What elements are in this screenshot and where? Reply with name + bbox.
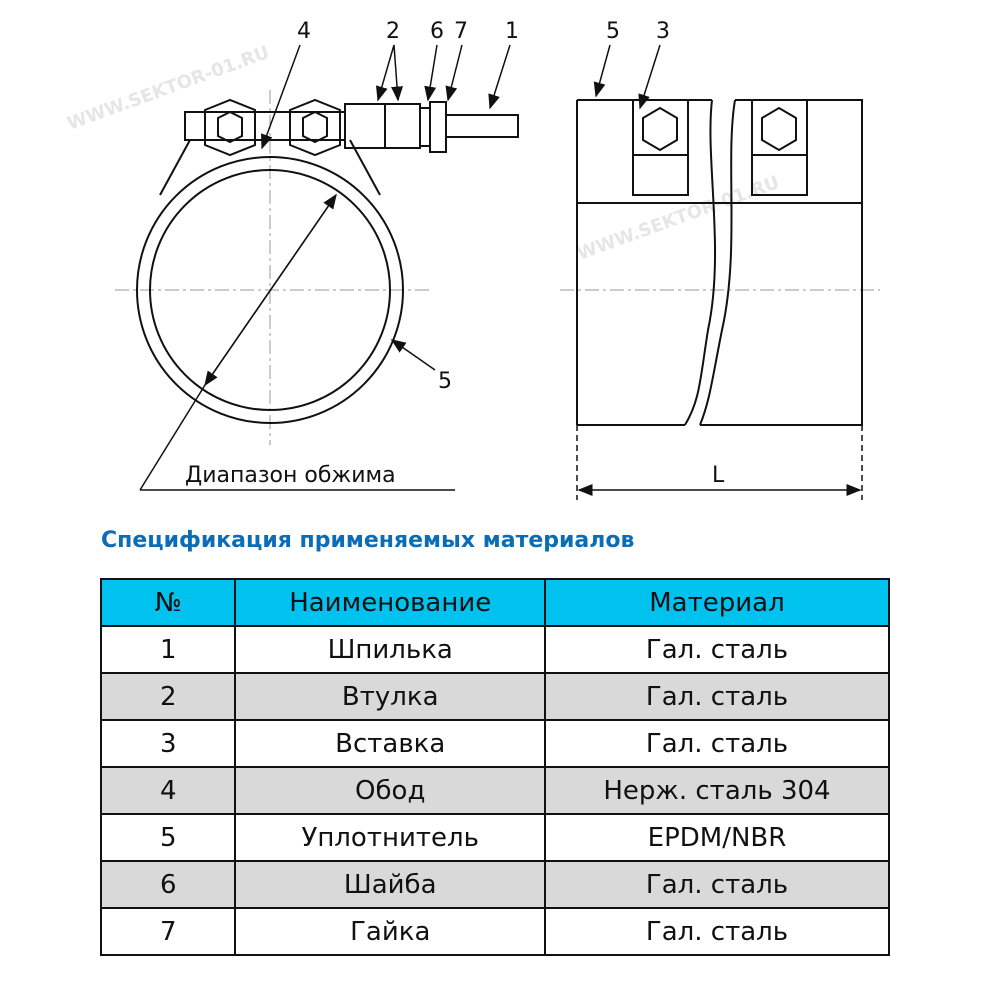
front-view [115, 44, 519, 491]
cell-material: Гал. сталь [543, 625, 891, 674]
svg-text:5: 5 [606, 19, 620, 44]
svg-text:7: 7 [454, 19, 468, 44]
svg-text:3: 3 [656, 19, 670, 44]
front-callouts: 4 2 6 7 1 5 Диапазон обжима [185, 19, 519, 488]
cell-material: Гал. сталь [543, 672, 891, 721]
cell-material: EPDM/NBR [543, 813, 891, 862]
cell-name: Обод [234, 766, 546, 815]
cell-name: Шпилька [234, 625, 546, 674]
spec-title: Спецификация применяемых материалов [101, 528, 635, 553]
cell-name: Втулка [234, 672, 546, 721]
table-header: № Наименование Материал [99, 578, 891, 627]
cell-name: Уплотнитель [234, 813, 546, 862]
clamp-drawing: WWW.SEKTOR-01.RU WWW.SEKTOR-01.RU 4 2 6 [65, 19, 880, 500]
cell-number: 5 [99, 813, 237, 862]
cell-material: Гал. сталь [543, 719, 891, 768]
cell-name: Вставка [234, 719, 546, 768]
cell-material: Гал. сталь [543, 907, 891, 956]
side-view [560, 44, 880, 500]
cell-name: Гайка [234, 907, 546, 956]
cell-number: 2 [99, 672, 237, 721]
svg-text:4: 4 [297, 19, 311, 44]
cell-number: 1 [99, 625, 237, 674]
crimp-range-label: Диапазон обжима [185, 463, 396, 488]
svg-text:5: 5 [438, 369, 452, 394]
cell-number: 6 [99, 860, 237, 909]
cell-number: 4 [99, 766, 237, 815]
svg-text:1: 1 [505, 19, 519, 44]
header-material: Материал [543, 578, 891, 627]
cell-name: Шайба [234, 860, 546, 909]
cell-number: 7 [99, 907, 237, 956]
header-number: № [99, 578, 237, 627]
watermark: WWW.SEKTOR-01.RU WWW.SEKTOR-01.RU [65, 42, 783, 265]
cell-number: 3 [99, 719, 237, 768]
length-label: L [712, 463, 725, 488]
svg-text:2: 2 [386, 19, 400, 44]
side-callouts: 5 3 L [606, 19, 725, 488]
svg-text:6: 6 [430, 19, 444, 44]
cell-material: Нерж. сталь 304 [543, 766, 891, 815]
header-name: Наименование [234, 578, 546, 627]
cell-material: Гал. сталь [543, 860, 891, 909]
